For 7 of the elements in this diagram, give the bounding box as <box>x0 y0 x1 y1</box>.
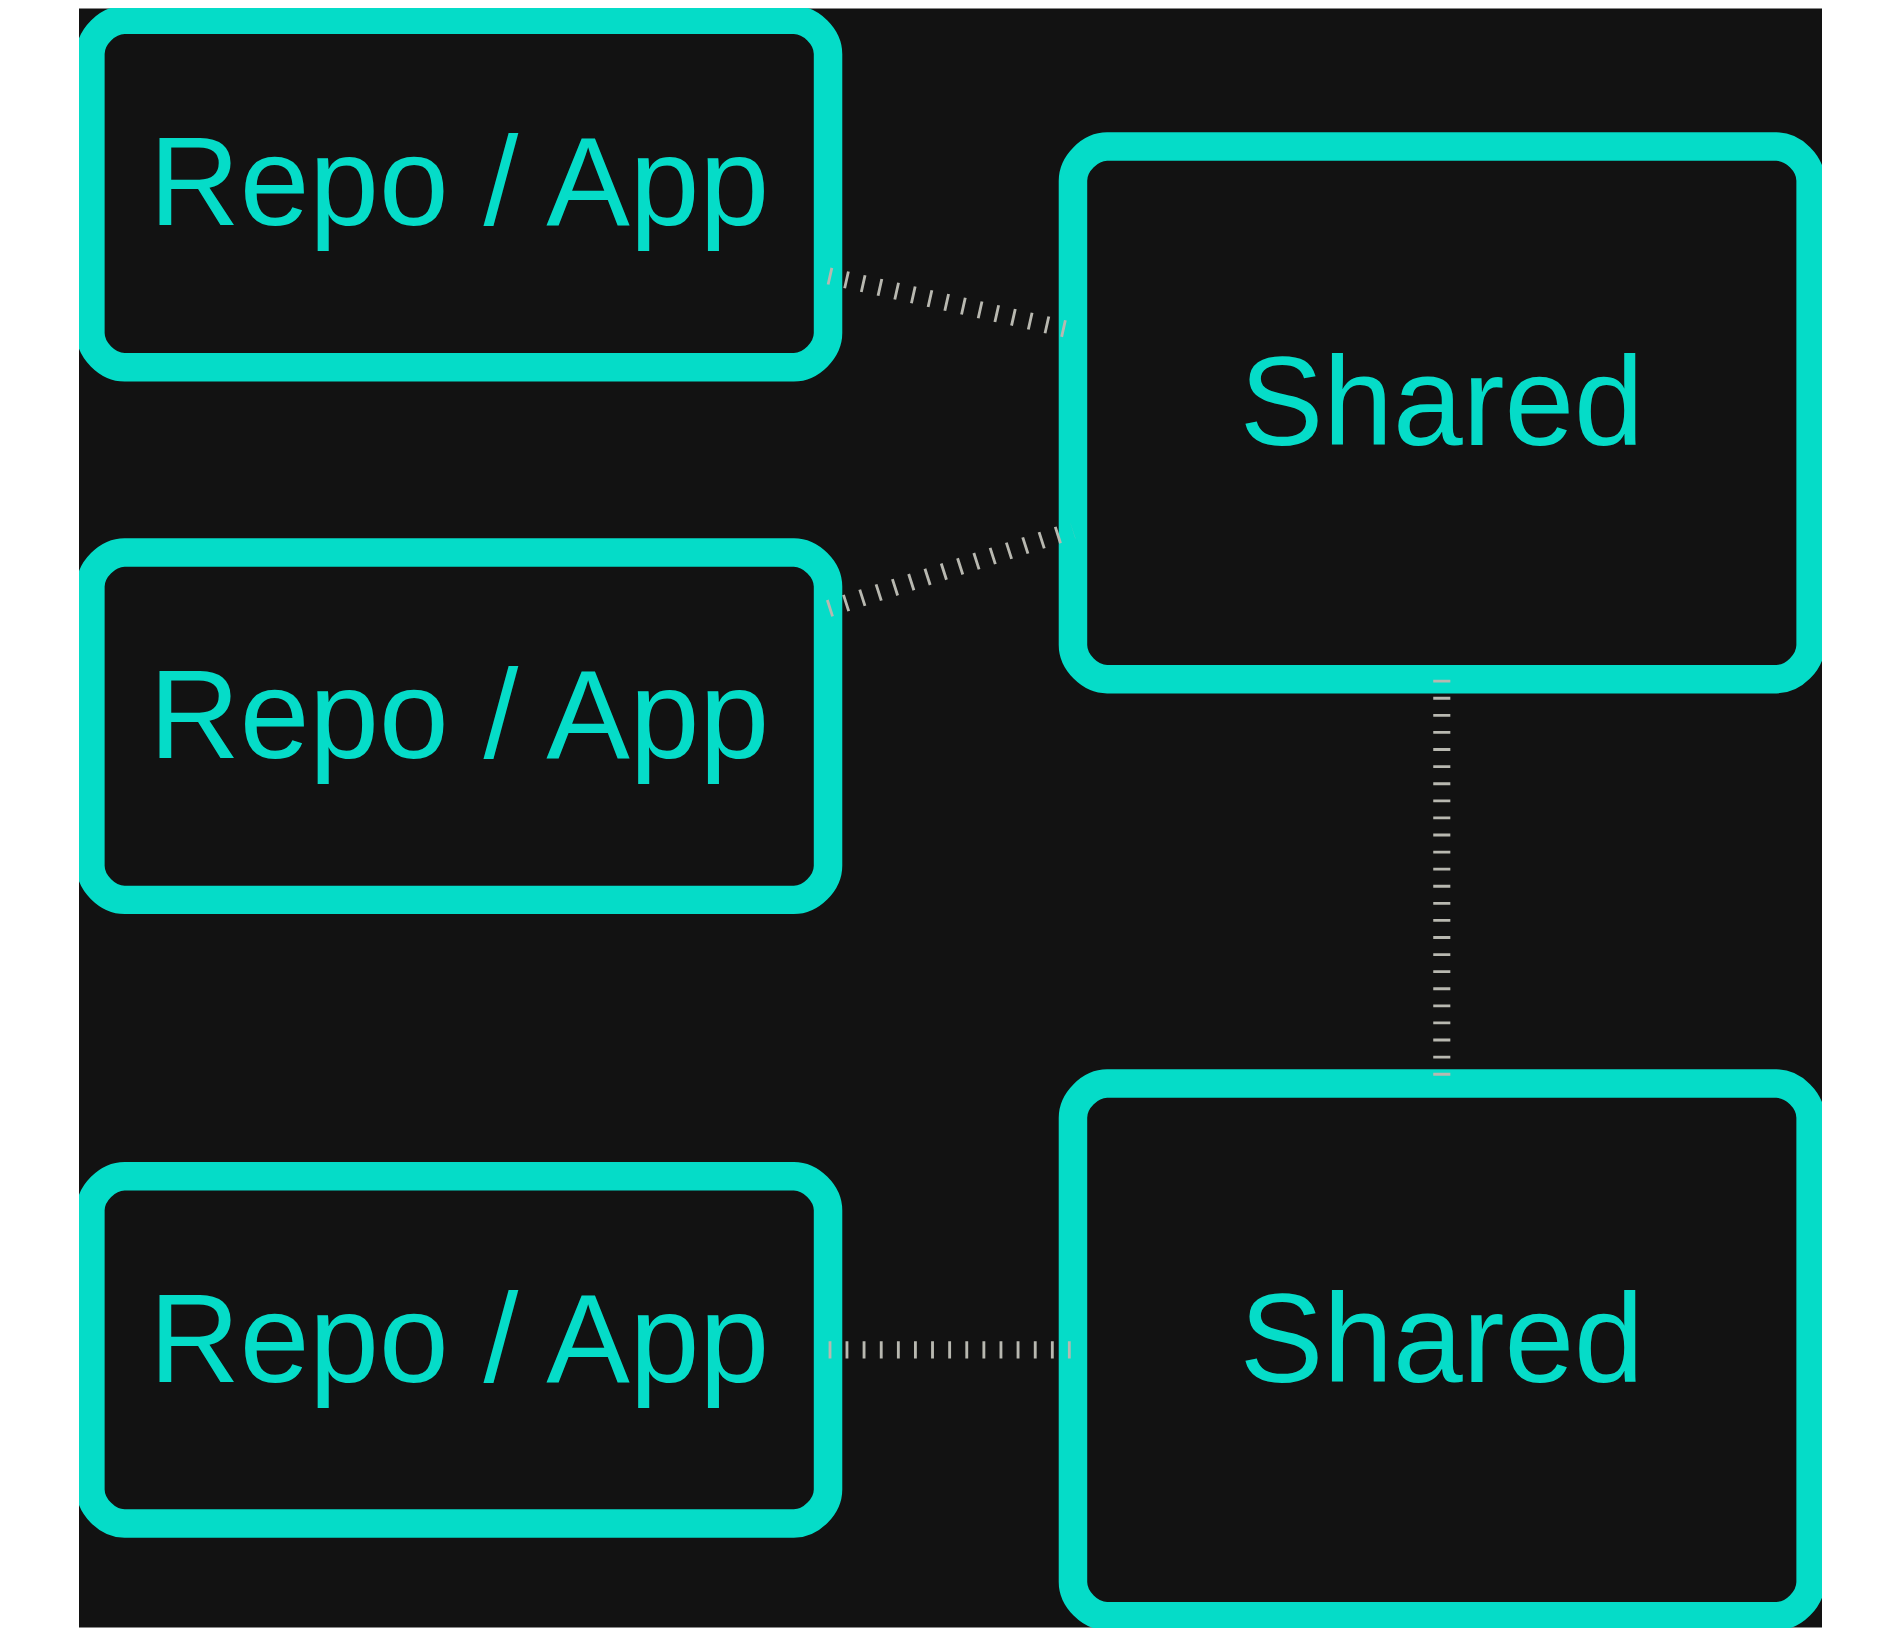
connector <box>828 1341 1073 1359</box>
connector <box>825 522 1075 617</box>
node-box: Repo / App <box>78 8 842 382</box>
node-box: Shared <box>1058 1069 1822 1628</box>
node-box: Shared <box>1058 132 1822 694</box>
node-box: Repo / App <box>78 1161 842 1538</box>
node-box: Repo / App <box>78 538 842 915</box>
